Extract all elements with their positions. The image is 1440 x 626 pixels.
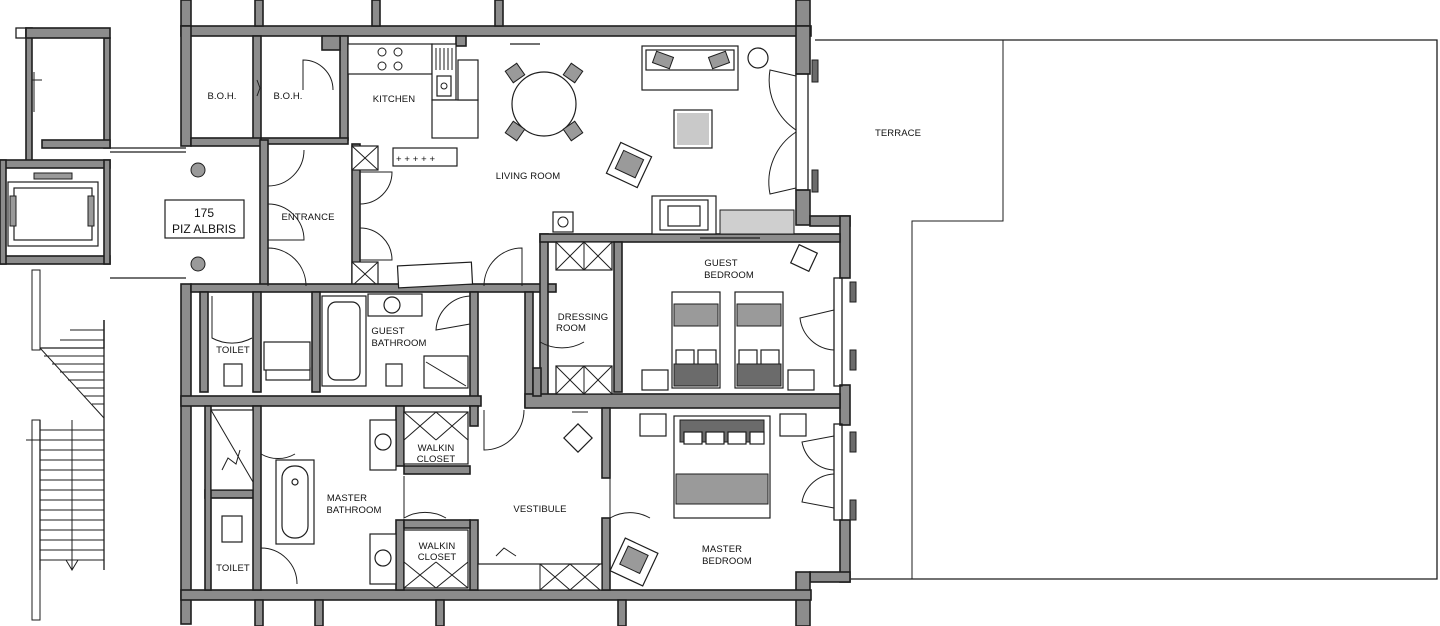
walkin-closet-a-label-1: WALKIN — [418, 443, 455, 454]
walkin-closet-b-label-2: CLOSET — [418, 552, 457, 563]
terrace-label: TERRACE — [875, 128, 921, 139]
guest-bathroom-label-1: GUEST — [371, 326, 404, 337]
master-bathroom-label-2: BATHROOM — [327, 505, 382, 516]
kitchen-label: KITCHEN — [373, 94, 415, 105]
master-bathroom-label-1: MASTER — [327, 493, 367, 504]
toilet-label-1: TOILET — [216, 345, 250, 356]
toilet-1 — [211, 296, 311, 387]
walkin-closet-a-label-2: CLOSET — [417, 454, 456, 465]
toilet-label-2: TOILET — [216, 563, 250, 574]
living-room — [359, 43, 797, 289]
entrance — [267, 149, 307, 287]
guest-bedroom — [641, 243, 835, 391]
dressing-room-label-1: DRESSING — [558, 312, 608, 323]
staircase — [26, 320, 105, 571]
guest-bathroom — [321, 293, 471, 389]
walkin-closet-a — [403, 411, 469, 519]
guest-bedroom-label-1: GUEST — [704, 258, 737, 269]
master-bedroom-label-1: MASTER — [702, 544, 742, 555]
kitchen: + + + + + — [347, 43, 479, 167]
boh-label-2: B.O.H. — [273, 91, 302, 102]
boh-label-1: B.O.H. — [207, 91, 236, 102]
twin-bed-left — [671, 291, 721, 389]
lobby — [110, 147, 245, 279]
unit-name-plate — [164, 199, 245, 239]
entrance-label: ENTRANCE — [281, 212, 334, 223]
guest-bedroom-label-2: BEDROOM — [704, 270, 754, 281]
outer-walls — [180, 0, 857, 626]
walkin-closet-b-label-1: WALKIN — [419, 541, 456, 552]
walkin-closet-b — [403, 529, 469, 589]
dining-chairs — [504, 62, 584, 142]
master-bedroom-label-2: BEDROOM — [702, 556, 752, 567]
interior-walls — [180, 35, 841, 591]
terrace — [815, 39, 1438, 580]
master-bathroom — [210, 409, 397, 585]
room-labels: 175 PIZ ALBRIS B.O.H. B.O.H. KITCHEN LIV… — [172, 91, 921, 574]
unit-number-label: 175 — [194, 206, 214, 220]
boh-rooms — [256, 59, 334, 97]
living-room-label: LIVING ROOM — [496, 171, 560, 182]
twin-bed-right — [734, 291, 784, 389]
stair-core — [0, 27, 111, 621]
dressing-room-label-2: ROOM — [556, 323, 586, 334]
unit-name-label: PIZ ALBRIS — [172, 222, 236, 236]
svg-text:+ + + + +: + + + + + — [396, 154, 436, 165]
guest-bathroom-label-2: BATHROOM — [372, 338, 427, 349]
corridor — [483, 409, 588, 451]
dressing-room — [539, 241, 613, 395]
master-bedroom — [609, 413, 835, 587]
vestibule-label: VESTIBULE — [513, 504, 566, 515]
vestibule — [477, 423, 651, 591]
